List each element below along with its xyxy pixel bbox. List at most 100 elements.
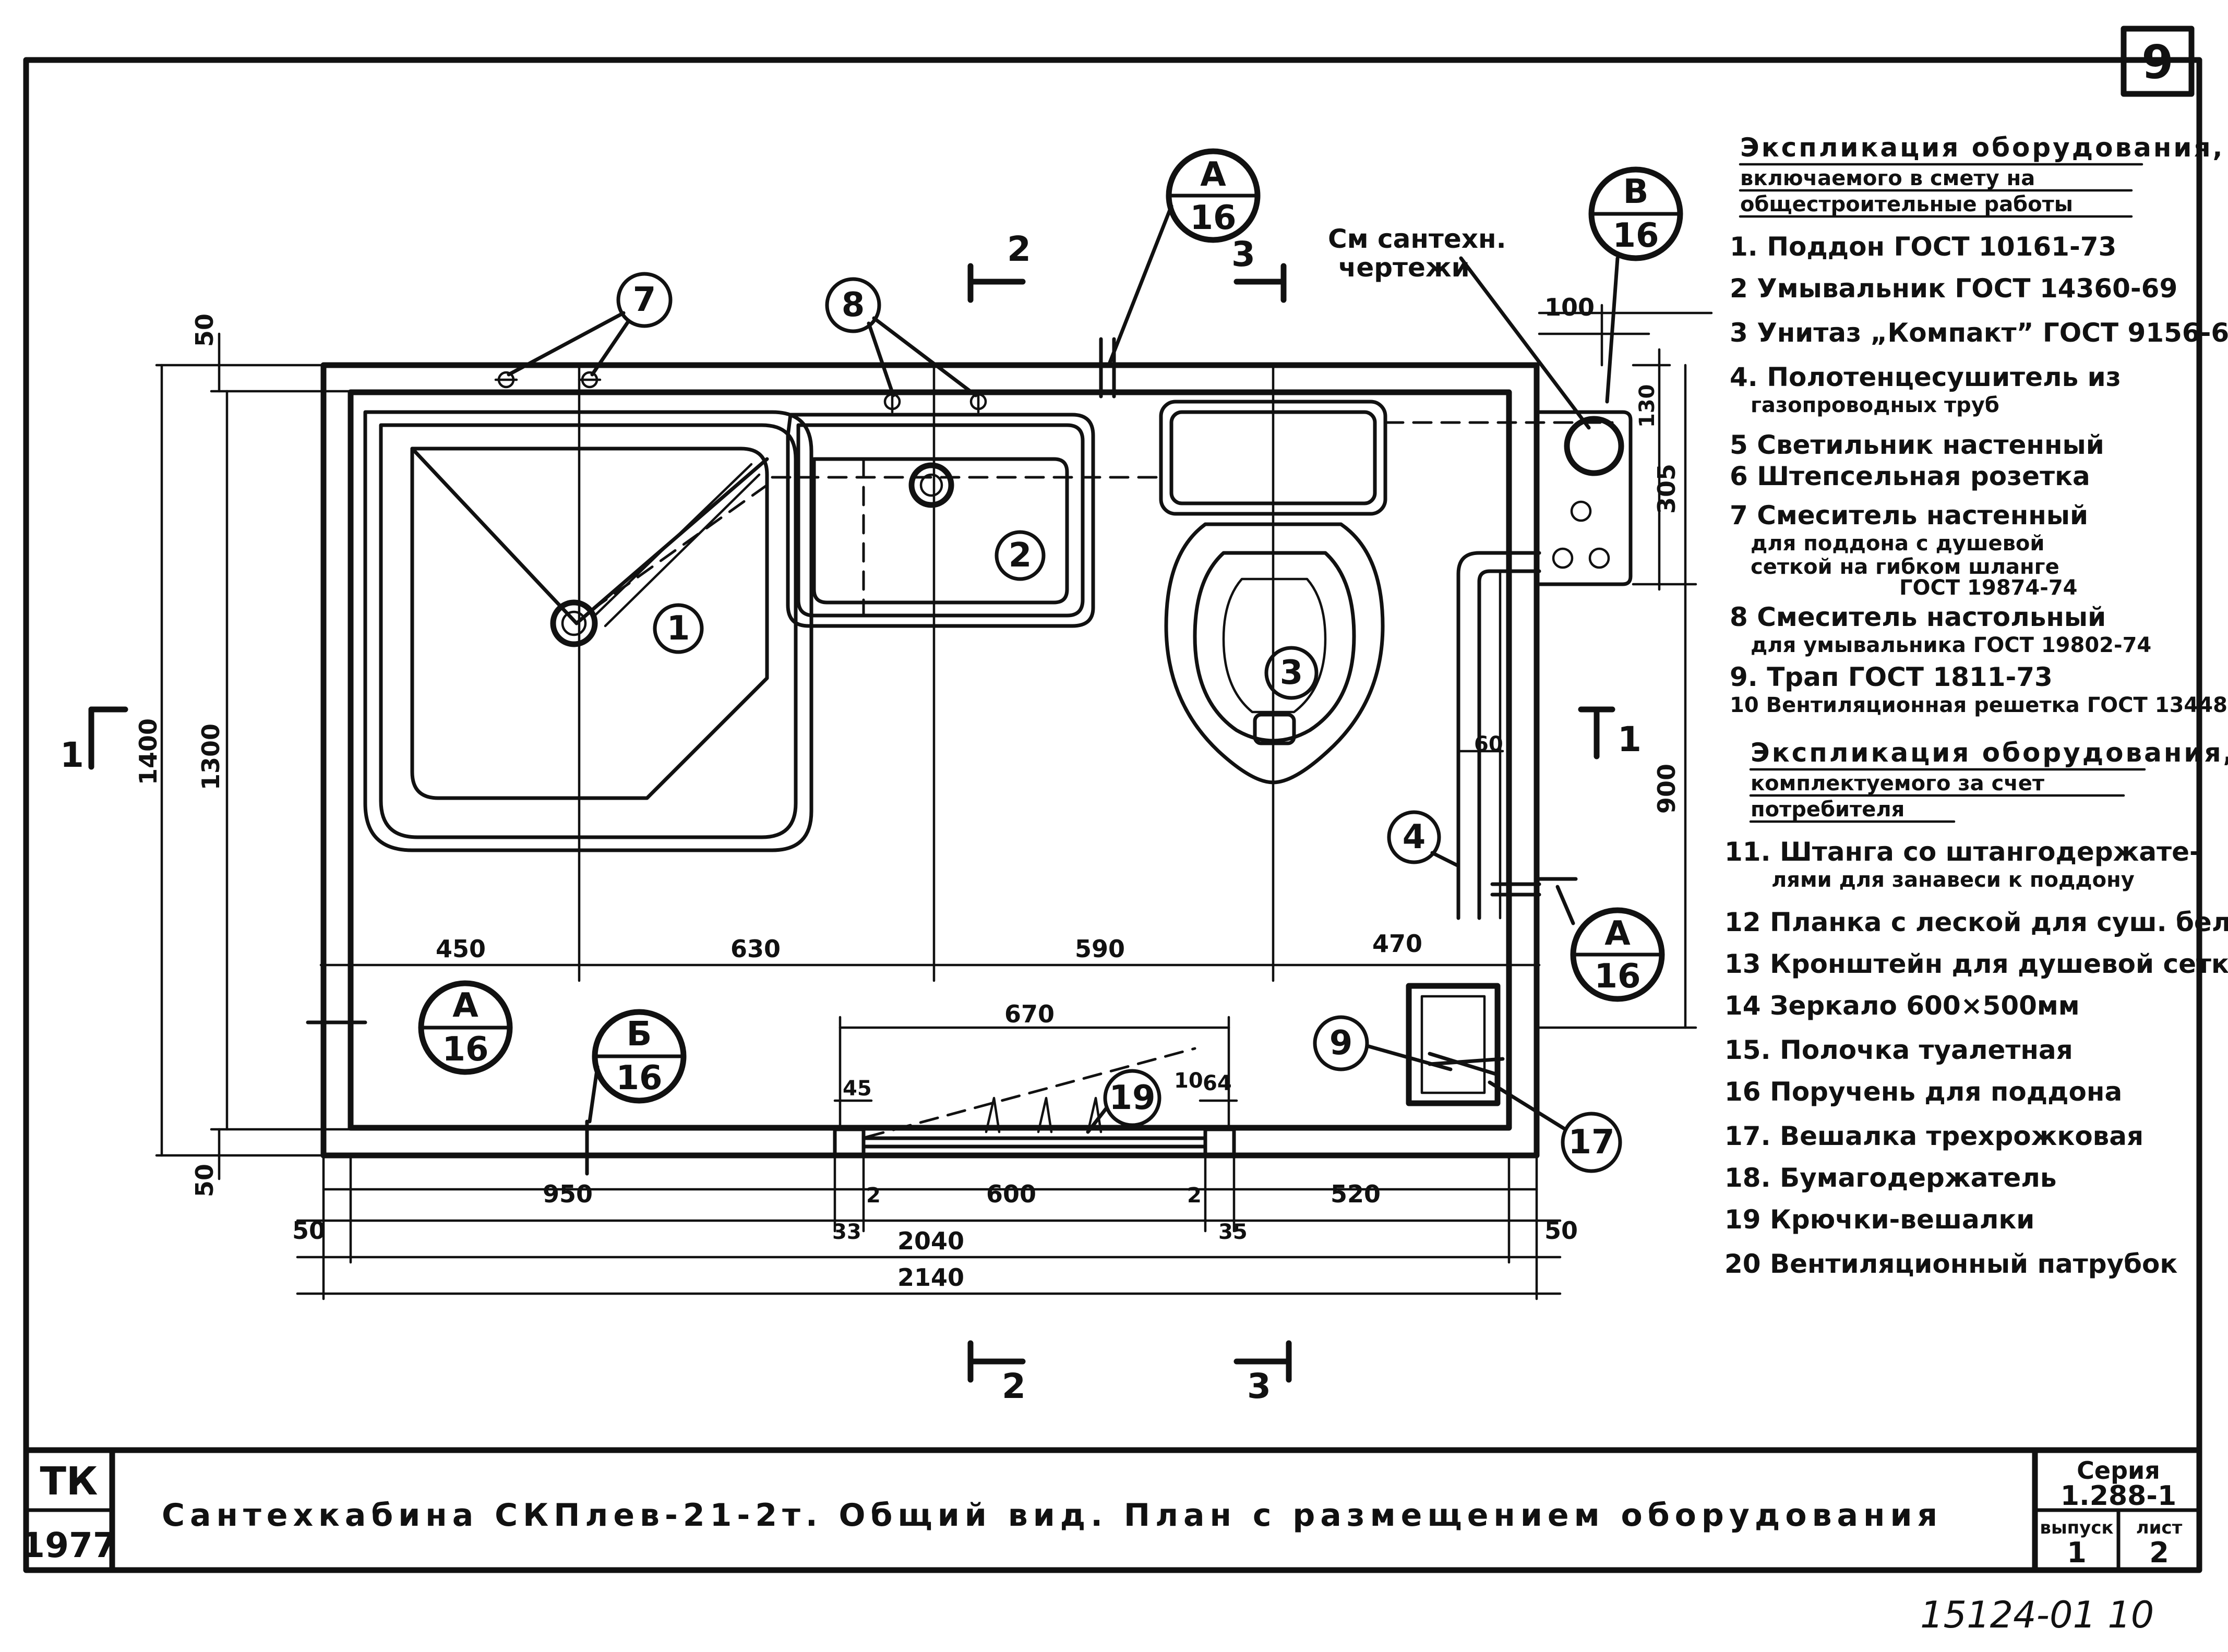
legend-item-4-line1: 4. Полотенцесушитель из — [1730, 362, 2121, 392]
dimension-lines — [155, 304, 1713, 1300]
legend-item-8-line1: 8 Смеситель настольный — [1730, 602, 2106, 632]
legend-item-12: 12 Планка с леской для суш. белья — [1724, 907, 2228, 937]
dim-45: 45 — [843, 1077, 872, 1101]
svg-text:17: 17 — [1568, 1123, 1614, 1162]
legend-item-9: 9. Трап ГОСТ 1811-73 — [1730, 662, 2053, 692]
plumbing-note-leader — [1459, 256, 1591, 430]
legend2-header-line3: потребителя — [1751, 798, 1904, 822]
dim-50-right: 50 — [1544, 1216, 1578, 1245]
svg-text:16: 16 — [616, 1059, 662, 1098]
item-marker-8: 8 — [825, 277, 978, 397]
legend1-header-line2: включаемого в смету на — [1740, 166, 2035, 190]
washbasin — [786, 390, 1095, 628]
svg-text:4: 4 — [1403, 818, 1426, 857]
legend-item-7-line4: ГОСТ 19874-74 — [1899, 576, 2077, 600]
item-marker-3: 3 — [1264, 646, 1319, 700]
svg-text:16: 16 — [442, 1030, 488, 1069]
item-marker-17: 17 — [1488, 1080, 1622, 1173]
item-marker-7: 7 — [507, 272, 673, 377]
dim-2140: 2140 — [897, 1263, 964, 1292]
svg-text:19: 19 — [1109, 1079, 1155, 1117]
dim-520: 520 — [1331, 1180, 1381, 1208]
svg-text:1: 1 — [667, 609, 690, 648]
plumbing-note-line-2: чертежи — [1338, 252, 1470, 283]
dim-10: 10 — [1174, 1069, 1203, 1093]
dim-900: 900 — [1652, 764, 1681, 814]
shower-mixer-points — [494, 371, 602, 389]
callout-a-top: А 16 — [1107, 148, 1261, 367]
dim-670: 670 — [1004, 1000, 1055, 1028]
legend-item-6: 6 Штепсельная розетка — [1730, 461, 2090, 491]
dim-50-bottom: 50 — [190, 1164, 219, 1197]
dim-450: 450 — [436, 935, 486, 963]
shower-tray — [363, 410, 813, 852]
sheet-number: 9 — [2141, 35, 2173, 89]
sheet-frame — [23, 26, 2202, 1573]
issue-value: 1 — [2067, 1536, 2087, 1569]
dim-2a: 2 — [866, 1184, 881, 1208]
legend2-header-line1: Экспликация оборудования, — [1751, 738, 2228, 768]
legend-item-7-line2: для поддона с душевой — [1751, 532, 2044, 556]
dim-50-left: 50 — [292, 1216, 326, 1245]
issue-label: выпуск — [2040, 1517, 2113, 1538]
legend-item-8-line2: для умывальника ГОСТ 19802-74 — [1751, 633, 2151, 657]
sheet-label: лист — [2136, 1517, 2183, 1538]
section-label-1-right: 1 — [1618, 719, 1642, 759]
dim-470: 470 — [1372, 930, 1422, 958]
legend1-header-line1: Экспликация оборудования, — [1740, 132, 2225, 163]
legend-item-1: 1. Поддон ГОСТ 10161-73 — [1730, 232, 2116, 262]
item-marker-2: 2 — [995, 530, 1046, 581]
plumbing-note-line-1: См сантехн. — [1328, 224, 1506, 254]
dim-590: 590 — [1075, 935, 1125, 963]
svg-text:2: 2 — [1009, 536, 1032, 575]
svg-text:7: 7 — [633, 281, 656, 319]
dim-60: 60 — [1474, 732, 1503, 756]
svg-text:В: В — [1623, 173, 1649, 211]
callout-a-right: А 16 — [1555, 885, 1665, 1002]
callout-a-left: А 16 — [418, 980, 513, 1075]
legend-item-14: 14 Зеркало 600×500мм — [1724, 991, 2080, 1021]
legend-item-5: 5 Светильник настенный — [1730, 430, 2104, 460]
item-marker-19: 19 — [1086, 1069, 1161, 1134]
callout-b-bottom: Б 16 — [588, 1009, 687, 1124]
legend-item-2: 2 Умывальник ГОСТ 14360-69 — [1730, 273, 2177, 304]
curtain-rod — [833, 1096, 1236, 1157]
floor-drain — [1406, 983, 1505, 1106]
legend-item-18: 18. Бумагодержатель — [1724, 1163, 2056, 1193]
legend-item-11-line1: 11. Штанга со штангодержате- — [1724, 837, 2200, 867]
dim-33-right: 35 — [1218, 1220, 1248, 1244]
dim-33-left: 33 — [832, 1220, 861, 1244]
dim-950: 950 — [543, 1180, 593, 1208]
section-label-3-top: 3 — [1231, 234, 1255, 274]
legend-item-16: 16 Поручень для поддона — [1724, 1077, 2122, 1107]
svg-text:16: 16 — [1594, 957, 1640, 996]
title-block: ТК 1977 Сантехкабина СКПлев-21-2т. Общий… — [21, 1456, 2182, 1569]
dim-130: 130 — [1635, 384, 1659, 428]
legend-item-20: 20 Вентиляционный патрубок — [1724, 1249, 2177, 1279]
title-year: 1977 — [21, 1525, 117, 1565]
cabin-plan — [320, 362, 1540, 1159]
legend-item-15: 15. Полочка туалетная — [1724, 1035, 2073, 1065]
svg-text:16: 16 — [1190, 199, 1236, 237]
item-marker-9: 9 — [1313, 1015, 1453, 1071]
dim-50-top: 50 — [190, 313, 219, 347]
drawing-title: Сантехкабина СКПлев-21-2т. Общий вид. Пл… — [162, 1497, 1943, 1534]
svg-text:3: 3 — [1280, 654, 1303, 692]
ventilation-box — [1537, 410, 1633, 586]
dimension-labels: 50 1400 1300 50 450 630 590 470 670 45 1… — [134, 293, 1681, 1292]
archive-stamp-number: 15124-01 10 — [1920, 1594, 2154, 1636]
legend2-header-line2: комплектуемого за счет — [1751, 771, 2045, 795]
dim-1400: 1400 — [134, 718, 162, 785]
dim-1300: 1300 — [197, 723, 225, 790]
svg-text:16: 16 — [1612, 216, 1659, 255]
service-lines — [593, 421, 1614, 1139]
towel-dryer — [1456, 551, 1541, 920]
series-value: 1.288-1 — [2061, 1480, 2176, 1512]
series-label: Серия — [2077, 1456, 2160, 1485]
dim-600: 600 — [986, 1180, 1036, 1208]
item-marker-4: 4 — [1387, 810, 1460, 868]
svg-text:8: 8 — [842, 286, 865, 324]
section-label-2-bottom: 2 — [1002, 1366, 1026, 1406]
svg-text:Б: Б — [627, 1015, 652, 1054]
